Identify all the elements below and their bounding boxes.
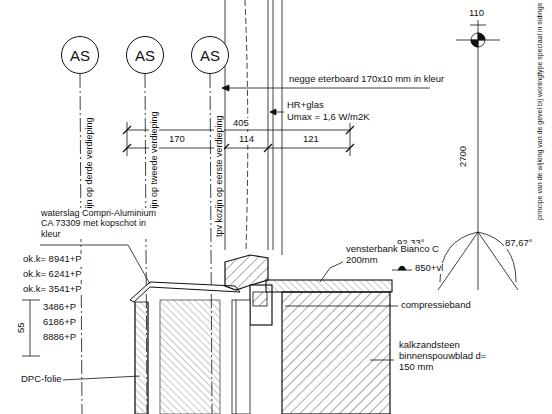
annotation: 6186+P bbox=[42, 317, 77, 328]
annotation: 8886+P bbox=[42, 332, 77, 343]
vertical-note: tpv kozijn op eerste verdieping bbox=[214, 114, 224, 238]
annotation: compressieband bbox=[400, 300, 472, 311]
annotation: 114 bbox=[238, 134, 255, 145]
annotation: 405 bbox=[232, 118, 250, 129]
vertical-note: principe van de wijking van de gevel bij… bbox=[536, 2, 544, 221]
annotation: waterslag Compri-Aluminium CA 73309 met … bbox=[40, 208, 164, 239]
annotation: 170 bbox=[168, 134, 186, 145]
annotation: 3486+P bbox=[42, 302, 77, 313]
axis-bubble: AS bbox=[191, 36, 229, 74]
annotation: kalkzandsteen binnenspouwblad d= 150 mm bbox=[398, 340, 495, 373]
annotation: 110 bbox=[468, 8, 485, 19]
axis-bubble: AS bbox=[126, 36, 164, 74]
vertical-note: 55 bbox=[16, 321, 27, 334]
annotation: 121 bbox=[302, 134, 320, 145]
vertical-note: 2700 bbox=[458, 145, 469, 168]
annotation: negge eterboard 170x10 mm in kleur bbox=[288, 74, 445, 85]
axis-letter: AS bbox=[135, 47, 155, 64]
axis-bubble: AS bbox=[61, 36, 99, 74]
annotation: 87,67° bbox=[504, 238, 534, 249]
annotation: ok.k= 8941+P bbox=[22, 254, 83, 265]
annotation: DPC-folie bbox=[20, 374, 63, 385]
annotation: Umax = 1,6 W/m2K bbox=[286, 112, 371, 123]
axis-letter: AS bbox=[70, 47, 90, 64]
annotation: ok.k= 6241+P bbox=[22, 269, 83, 280]
annotation: ok.k= 3541+P bbox=[22, 284, 83, 295]
annotation: 850+vl bbox=[414, 263, 444, 274]
axis-letter: AS bbox=[200, 47, 220, 64]
annotation: HR+glas bbox=[286, 100, 325, 111]
